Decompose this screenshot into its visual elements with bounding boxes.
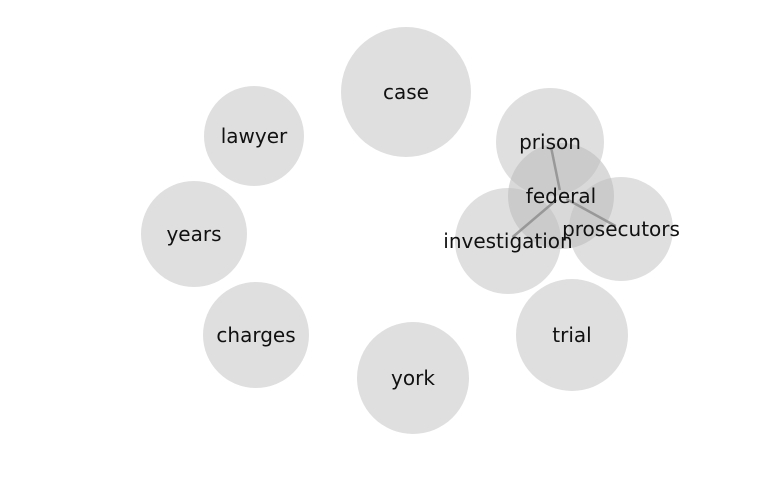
node-charges-bubble [203, 282, 309, 388]
node-trial-label: trial [552, 323, 591, 347]
edge-federal-prosecutors [565, 197, 617, 228]
edges-layer [511, 147, 617, 239]
node-federal-bubble [508, 143, 614, 249]
node-lawyer-bubble [204, 86, 304, 186]
node-years-bubble [141, 181, 247, 287]
node-prison-label: prison [519, 130, 581, 154]
node-federal-label: federal [526, 184, 596, 208]
node-york-label: york [391, 366, 435, 390]
node-case-label: case [383, 80, 429, 104]
node-charges-label: charges [216, 323, 295, 347]
node-trial-bubble [516, 279, 628, 391]
node-prosecutors-label: prosecutors [562, 217, 680, 241]
edge-federal-prison [549, 147, 562, 191]
node-lawyer-label: lawyer [221, 124, 288, 148]
node-case-bubble [341, 27, 471, 157]
node-investigation-label: investigation [443, 229, 572, 253]
edge-federal-investigation [511, 198, 558, 239]
labels-layer: case lawyer years charges york trial prison inv… [166, 80, 679, 390]
nodes-layer [141, 27, 673, 434]
node-years-label: years [166, 222, 221, 246]
node-york-bubble [357, 322, 469, 434]
